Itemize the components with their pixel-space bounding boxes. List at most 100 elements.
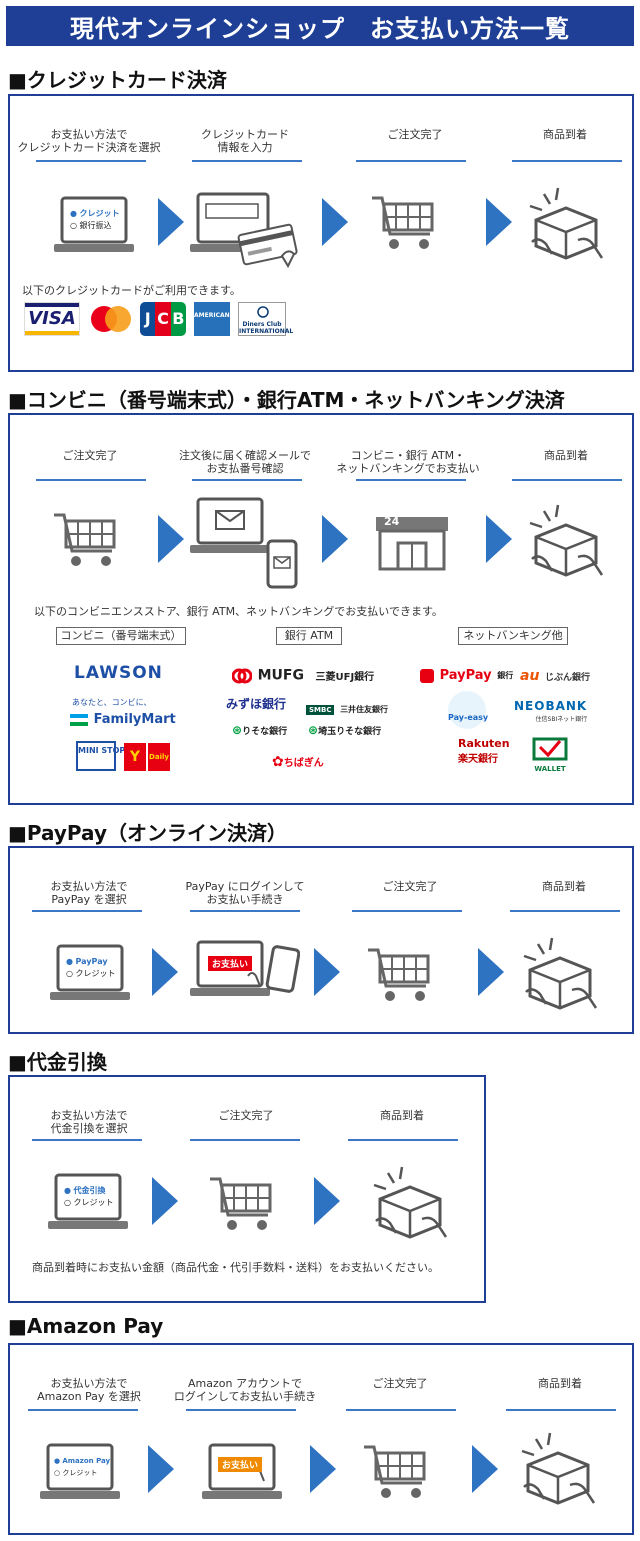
step-label: ご注文完了 [30,449,150,462]
step-label-text: 商品到着 [544,449,588,462]
pay-button-image: お支払い [218,1457,263,1472]
familymart-tagline: あなたと、コンビに、 [72,698,152,707]
paypay-bank-logo: PayPay 銀行 [420,665,513,684]
step-label: お支払い方法で代金引換を選択 [24,1109,154,1135]
resona-logo: ⊛りそな銀行 [232,723,288,737]
section-title-amazon: ■Amazon Pay [8,1314,164,1338]
flow-arrow-icon [152,948,178,996]
step-label-text: クレジットカード情報を入力 [201,128,289,154]
step-label-text: 商品到着 [543,128,587,141]
step-label: ご注文完了 [340,1377,460,1390]
mastercard-logo [88,304,134,334]
step-label-text: Amazon アカウントでログインしてお支払い手続き [173,1377,317,1403]
email-laptop-icon [190,495,300,595]
step-label-text: コンビニ・銀行 ATM・ネットバンキングでお支払い [336,449,480,475]
delivery-box-icon [522,501,608,585]
delivery-box-icon [522,184,608,268]
daily-yamazaki-logo: Y [124,743,146,771]
delivery-box-icon [366,1163,452,1247]
step-label: クレジットカード情報を入力 [180,128,310,154]
konbini-note: 以下のコンビニエンスストア、銀行 ATM、ネットバンキングでお支払いできます。 [34,605,443,618]
chibagin-logo: ✿ちばぎん [272,754,324,770]
section-title-konbini: ■コンビニ（番号端末式）・銀行ATM・ネットバンキング決済 [8,388,565,412]
delivery-box-icon [514,1429,600,1513]
cod-note: 商品到着時にお支払い金額（商品代金・代引手数料・送料）をお支払いください。 [32,1261,439,1274]
daily-logo: Daily [148,743,170,771]
credit-note: 以下のクレジットカードがご利用できます。 [22,284,241,297]
ministop-logo: MINI STOP [76,741,125,771]
section-title-paypay: ■PayPay（オンライン決済） [8,821,287,845]
mufg-logo: MUFG 三菱UFJ銀行 [231,665,374,684]
page-header: 現代オンラインショップ お支払い方法一覧 [6,6,634,46]
step-label-text: ご注文完了 [62,449,118,462]
flow-arrow-icon [148,1445,174,1493]
amex-logo: AMERICAN EXPRESS [194,302,262,336]
convenience-store-icon: 24 [374,515,450,575]
au-jibun-bank-logo: au じぶん銀行 [520,668,591,684]
diners-logo: Diners Club INTERNATIONAL [238,302,293,336]
cart-icon [52,509,122,575]
section-credit: お支払い方法でクレジットカード決済を選択 クレジットカード情報を入力 ご注文完了… [8,94,634,372]
laptop-select-icon: ● クレジット ○ 銀行振込 [54,196,134,262]
step-label-text: ご注文完了 [218,1109,274,1122]
cart-icon [362,1441,432,1507]
step-label: 商品到着 [504,880,624,893]
flow-arrow-icon [486,198,512,246]
pay-button-image: お支払い [208,956,253,971]
rakuten-bank-logo: Rakuten 楽天銀行 [458,737,510,765]
step-label: 商品到着 [342,1109,462,1122]
step-label-text: ご注文完了 [387,128,443,141]
flow-arrow-icon [310,1445,336,1493]
step-label-text: ご注文完了 [372,1377,428,1390]
section-title-credit: ■クレジットカード決済 [8,68,227,92]
saitama-resona-logo: ⊛埼玉りそな銀行 [308,723,382,737]
step-label: ご注文完了 [350,128,480,141]
section-cod: お支払い方法で代金引換を選択 ご注文完了 商品到着 ● 代金引換 ○ クレジット [8,1075,486,1303]
step-label: ご注文完了 [350,880,470,893]
step-label: 商品到着 [505,128,625,141]
step-label: お支払い方法でクレジットカード決済を選択 [14,128,164,154]
step-label: コンビニ・銀行 ATM・ネットバンキングでお支払い [328,449,488,475]
flow-arrow-icon [158,198,184,246]
flow-arrow-icon [158,515,184,563]
wallet-logo: WALLET [532,737,568,773]
visa-logo: VISA [24,302,80,336]
section-konbini: ご注文完了 注文後に届く確認メールでお支払番号確認 コンビニ・銀行 ATM・ネッ… [8,413,634,805]
step-label: Amazon アカウントでログインしてお支払い手続き [160,1377,330,1403]
lawson-logo: LAWSON [74,663,163,683]
neobank-logo: NEOBANK 住信SBIネット銀行 [514,699,588,723]
flow-arrow-icon [314,948,340,996]
smbc-logo: SMBC 三井住友銀行 [306,697,388,716]
step-label: 商品到着 [500,1377,620,1390]
cart-icon [366,944,436,1010]
card-input-icon [190,190,300,274]
category-bank-atm: 銀行 ATM [276,627,342,645]
step-label: 注文後に届く確認メールでお支払番号確認 [170,449,320,475]
page-title: 現代オンラインショップ お支払い方法一覧 [70,14,570,43]
laptop-select-icon: ● Amazon Pay ○ クレジット [40,1443,120,1509]
step-label: PayPay にログインしてお支払い手続き [170,880,320,906]
amazon-login-icon: お支払い [202,1443,282,1509]
flow-arrow-icon [152,1177,178,1225]
delivery-box-icon [516,934,602,1018]
step-label-text: 注文後に届く確認メールでお支払番号確認 [179,449,311,475]
cart-icon [208,1173,278,1239]
category-netbanking: ネットバンキング他 [458,627,568,645]
step-label: ご注文完了 [186,1109,306,1122]
step-label-text: PayPay にログインしてお支払い手続き [185,880,305,906]
laptop-select-icon: ● 代金引換 ○ クレジット [48,1173,128,1239]
step-label-text: 商品到着 [380,1109,424,1122]
flow-arrow-icon [472,1445,498,1493]
familymart-logo: FamilyMart [70,709,176,728]
flow-arrow-icon [478,948,504,996]
pay-easy-logo: Pay-easy [448,691,488,729]
flow-arrow-icon [322,198,348,246]
cart-icon [370,192,440,258]
step-label-text: 商品到着 [542,880,586,893]
mizuho-logo: みずほ銀行 [226,697,287,711]
